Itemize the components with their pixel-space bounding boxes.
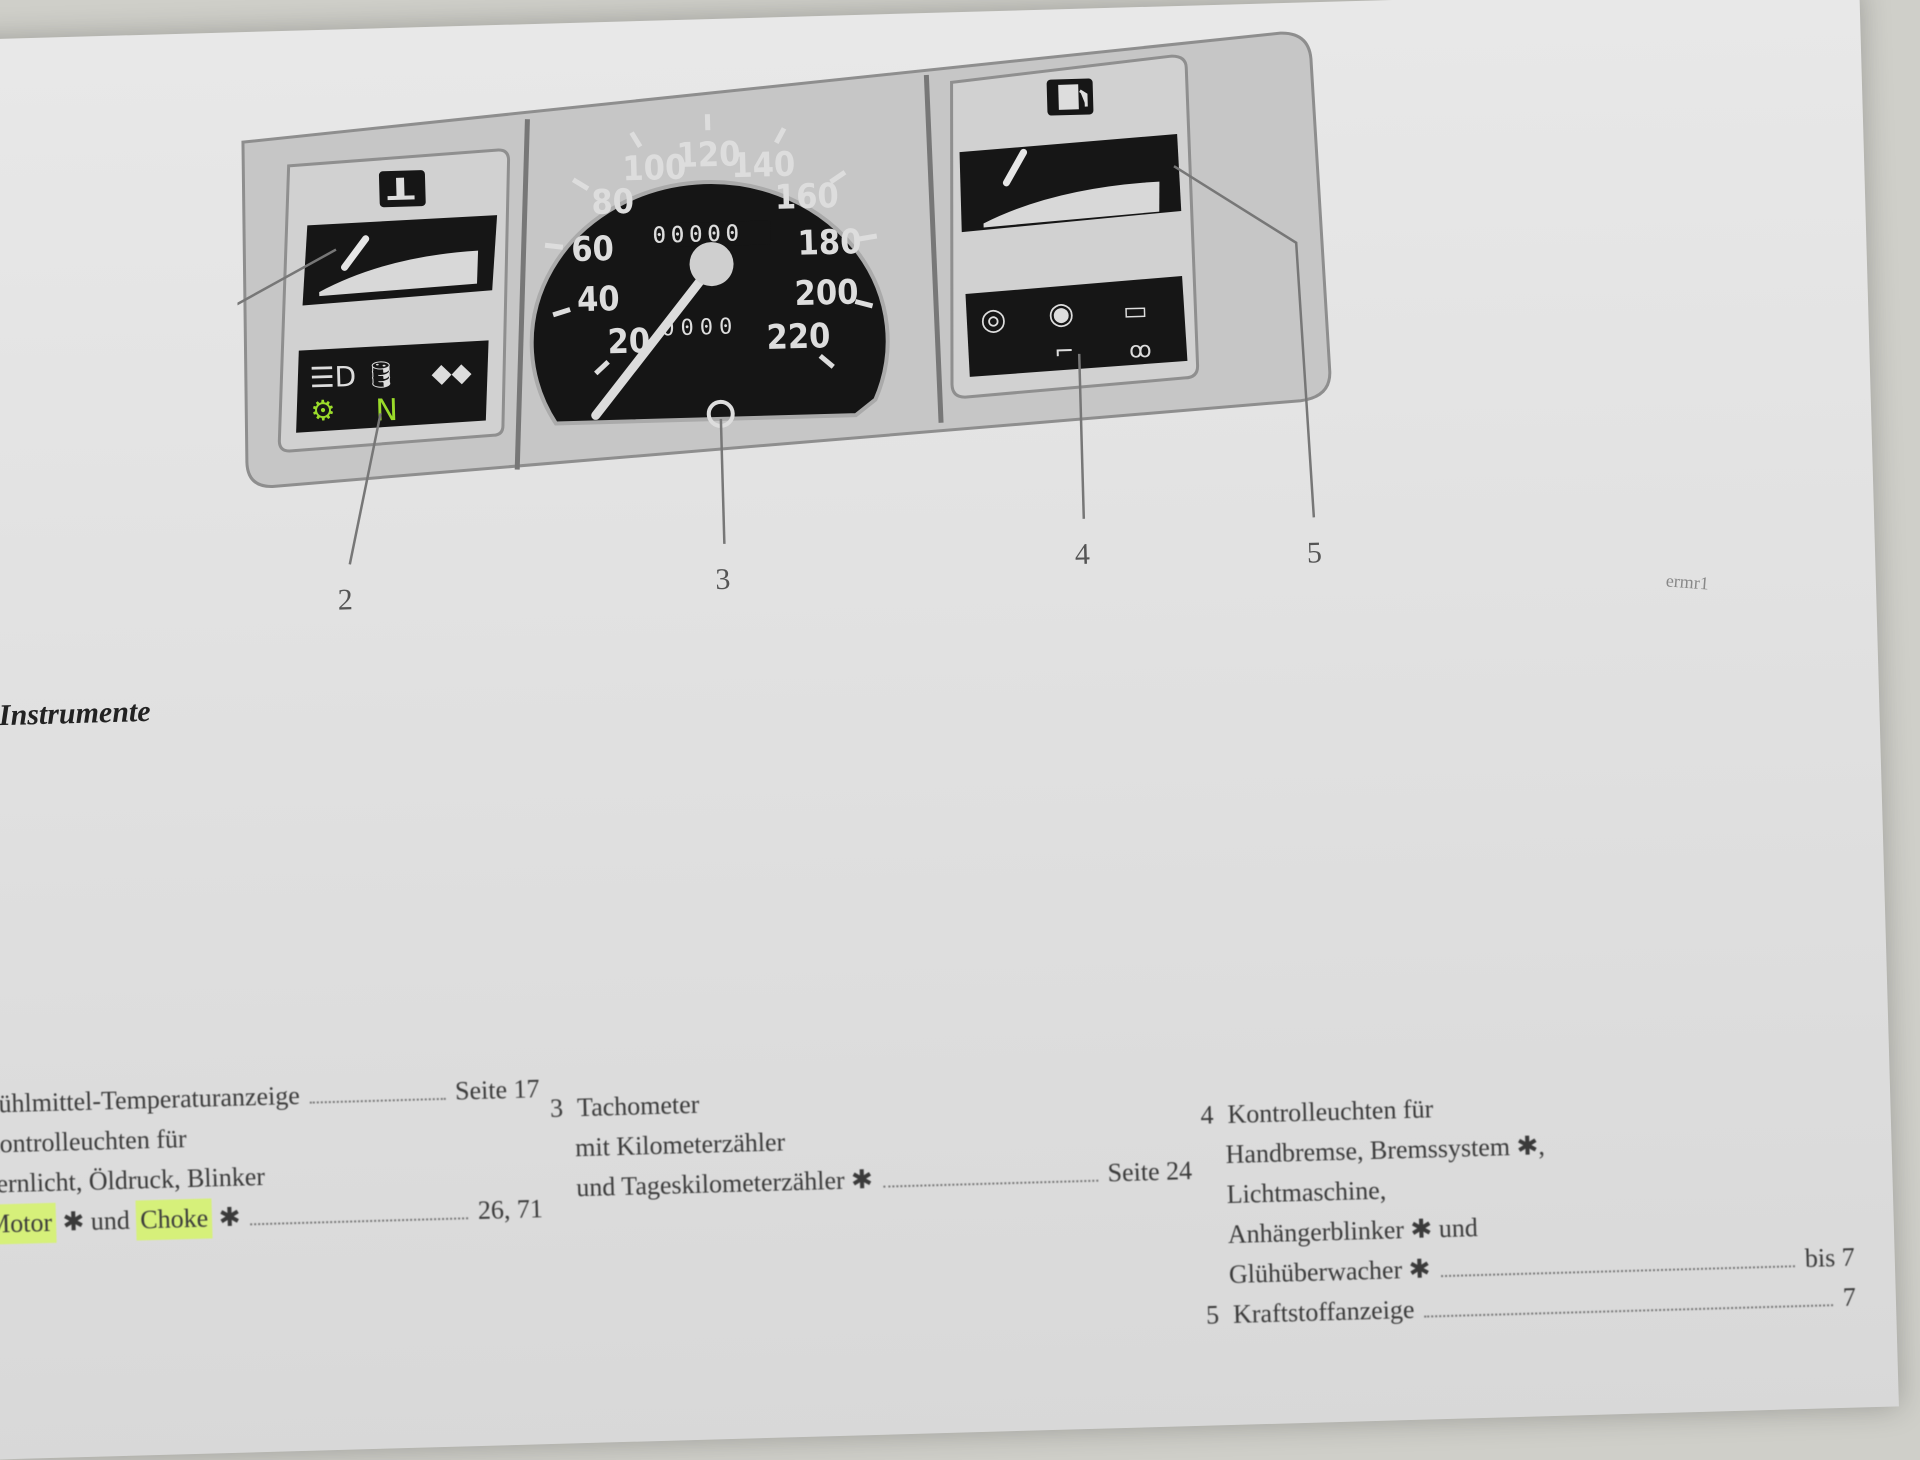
callout-2: 2 <box>337 583 353 616</box>
legend-text: Kontrolleuchten für <box>0 1119 187 1165</box>
page-ref: bis 7 <box>1804 1238 1855 1279</box>
figure-caption: Instrumente <box>0 695 151 733</box>
glow-plug-icon: ꝏ <box>1129 338 1152 364</box>
speed-tick <box>859 236 877 239</box>
page-ref: Seite 17 <box>454 1069 540 1111</box>
high-beam-icon: ☰D <box>309 360 357 394</box>
highlighted-text: Choke <box>136 1198 213 1240</box>
battery-icon: ▭ <box>1123 296 1148 327</box>
legend-number: 5 <box>1206 1295 1220 1335</box>
leader-dots <box>309 1072 445 1104</box>
callout-3: 3 <box>715 563 731 596</box>
figure-code: ermr1 <box>1665 570 1709 594</box>
speed-label: 160 <box>774 176 839 218</box>
speed-label: 40 <box>577 279 621 320</box>
legend-text: Tachometer <box>577 1085 700 1128</box>
odometer-digits: 00000 <box>652 221 744 249</box>
instrument-cluster-diagram: ☰D 🛢 ◆◆ ⚙ N 2040608010012014016018020022… <box>230 0 1587 672</box>
coolant-temperature-module: ☰D 🛢 ◆◆ ⚙ N <box>271 150 516 452</box>
leader-dots <box>882 1154 1097 1188</box>
highlighted-text: Motor <box>0 1203 57 1245</box>
callout-4: 4 <box>1074 538 1090 571</box>
speed-label: 200 <box>794 272 859 314</box>
trailer-signal-icon: ⌐ <box>1054 337 1075 366</box>
legend-column-2: 3 Tachometer mit Kilometerzähler und Tage… <box>550 1071 1193 1209</box>
legend-text: mit Kilometerzähler <box>575 1122 786 1168</box>
legend-number: 3 <box>550 1089 564 1129</box>
legend-text: Anhängerblinker ✱ und <box>1227 1208 1478 1255</box>
handbrake-icon: ◎ <box>980 302 1007 338</box>
leader-dots <box>250 1191 468 1225</box>
page-ref: Seite 24 <box>1107 1151 1193 1193</box>
legend-number: 4 <box>1200 1095 1214 1135</box>
page-ref: 26, 71 <box>477 1189 543 1231</box>
legend-text: Glühüberwacher ✱ <box>1228 1249 1431 1295</box>
engine-warning-icon: ⚙ <box>310 394 336 428</box>
speed-tick <box>545 245 563 248</box>
oil-pressure-icon: 🛢 <box>364 360 398 391</box>
legend-text: ✱ <box>218 1198 241 1239</box>
fuel-module: ◎ ◉ ▭ ⌐ ꝏ <box>943 56 1198 398</box>
speed-label: 60 <box>571 229 615 270</box>
speed-label: 220 <box>766 316 831 358</box>
legend-text: und Tageskilometerzähler ✱ <box>576 1160 874 1208</box>
legend-text: Kontrolleuchten für <box>1227 1089 1434 1135</box>
legend-text: Kraftstoffanzeige <box>1233 1290 1415 1335</box>
turn-signal-icon: ◆◆ <box>431 358 472 389</box>
page-ref: 7 <box>1842 1278 1856 1318</box>
brake-system-icon: ◉ <box>1048 296 1075 332</box>
speed-label: 180 <box>797 222 862 264</box>
legend-text: Lichtmaschine, <box>1226 1171 1387 1215</box>
legend-text: ✱ und <box>62 1201 130 1243</box>
callout-5: 5 <box>1306 536 1322 569</box>
